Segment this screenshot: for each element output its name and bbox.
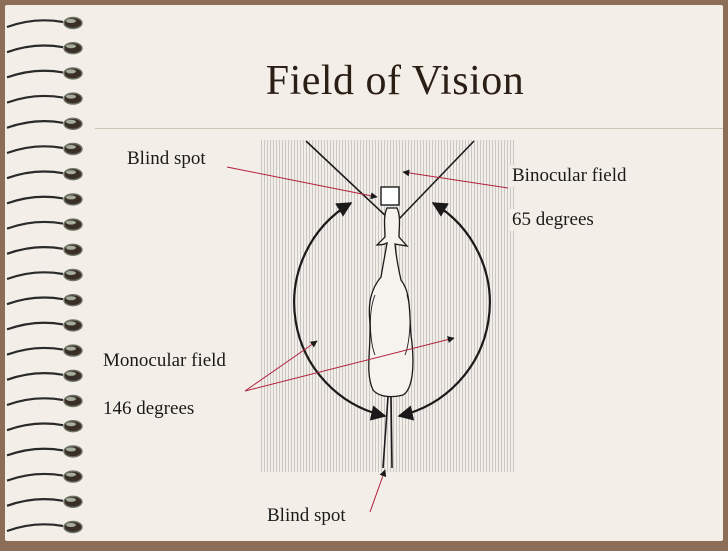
binding-hole-shine: [66, 195, 76, 200]
binding-wire: [6, 220, 64, 230]
slide: Field of Vision: [5, 5, 723, 541]
leader-blind-spot-bottom: [369, 469, 387, 513]
binding-wire: [6, 44, 64, 54]
slide-title: Field of Vision: [265, 58, 525, 104]
binding-wire: [6, 145, 64, 155]
binding-hole-shine: [66, 44, 76, 49]
label-binocular-field: Binocular field: [510, 165, 629, 187]
binding-wire: [6, 346, 64, 356]
binding-hole-shine: [66, 220, 76, 225]
binding-hole-shine: [66, 422, 76, 427]
leader-blind-spot-top: [226, 166, 378, 200]
binding-wire: [6, 120, 64, 129]
binding-hole-shine: [66, 271, 76, 275]
rear-blind-spot-left-edge: [382, 396, 389, 469]
binding-hole-shine: [66, 523, 76, 527]
binding-wire: [6, 19, 64, 29]
binding-hole-shine: [66, 472, 76, 477]
binding-wire: [6, 69, 64, 79]
binding-wire: [6, 397, 64, 407]
label-monocular-degrees: 146 degrees: [101, 398, 197, 420]
title-divider: [95, 128, 723, 129]
binding-hole-shine: [66, 245, 76, 250]
animal-top-view-icon: [368, 207, 414, 398]
binding-wire: [6, 422, 64, 432]
label-blind-spot-bottom: Blind spot: [265, 505, 348, 527]
binding-hole-shine: [66, 447, 76, 452]
binding-hole-shine: [66, 346, 76, 351]
blind-spot-square: [380, 186, 400, 206]
binding-hole-shine: [66, 296, 76, 301]
monocular-arc-right: [397, 202, 491, 421]
binding-hole-shine: [66, 497, 76, 502]
label-binocular-degrees: 65 degrees: [510, 209, 596, 231]
binding-wire: [6, 94, 64, 104]
binding-hole-shine: [66, 145, 76, 149]
binding-wire: [6, 372, 64, 381]
label-blind-spot-top: Blind spot: [125, 148, 208, 170]
binding-hole-shine: [66, 371, 76, 376]
binding-wire: [6, 246, 64, 255]
binding-hole-shine: [66, 94, 76, 99]
monocular-arc-left: [293, 202, 387, 421]
binding-wire: [6, 296, 64, 306]
binding-hole-shine: [66, 69, 76, 74]
rear-blind-spot-right-edge: [390, 396, 393, 469]
binding-wire: [6, 271, 64, 281]
binding-hole-shine: [66, 397, 76, 401]
binding-hole-shine: [66, 19, 76, 23]
spiral-binding-icon: [6, 16, 83, 534]
binding-wire: [6, 498, 64, 507]
binding-wire: [6, 523, 64, 533]
binding-hole-shine: [66, 321, 76, 326]
binding-wire: [6, 472, 64, 482]
binding-wire: [6, 170, 64, 180]
binding-hole-shine: [66, 119, 76, 124]
field-of-vision-diagram: [226, 140, 515, 513]
binding-wire: [6, 321, 64, 331]
label-monocular-field: Monocular field: [101, 350, 228, 372]
leader-monocular-left: [244, 340, 318, 392]
leader-monocular-right: [244, 336, 455, 392]
binding-wire: [6, 447, 64, 457]
binding-hole-shine: [66, 170, 76, 175]
leader-binocular-field: [402, 169, 509, 189]
binding-wire: [6, 195, 64, 205]
